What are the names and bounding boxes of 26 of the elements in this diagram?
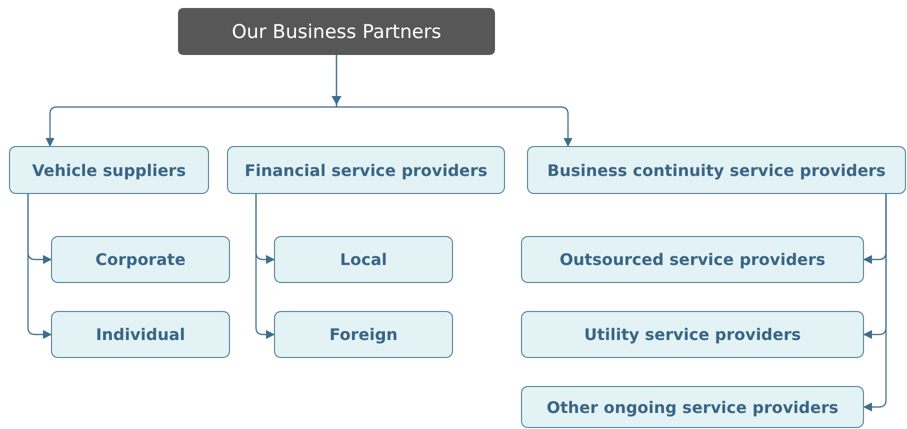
box-label: Local [340,250,387,269]
category-box [521,386,864,428]
box-label: Utility service providers [584,325,801,344]
category-box [527,146,906,194]
category-box [521,236,864,283]
box-label: Business continuity service providers [547,160,886,180]
category-box [51,236,230,283]
connector-arrow [863,194,887,412]
category-box [227,146,505,194]
box-label: Financial service providers [244,160,488,180]
connector-arrow [27,194,52,339]
box-label: Foreign [329,325,398,344]
box-label: Outsourced service providers [560,250,826,269]
connector-arrow [255,194,275,339]
box-label: Corporate [95,250,186,269]
box-label: Our Business Partners [232,20,442,42]
box-label: Individual [96,325,186,344]
category-box [274,236,453,283]
category-box [51,311,230,358]
category-box [274,311,453,358]
category-box [521,311,864,358]
category-box [9,146,209,194]
title-box [178,8,495,55]
box-label: Other ongoing service providers [546,398,838,416]
box-label: Vehicle suppliers [32,160,186,180]
connector-arrow [336,55,572,147]
